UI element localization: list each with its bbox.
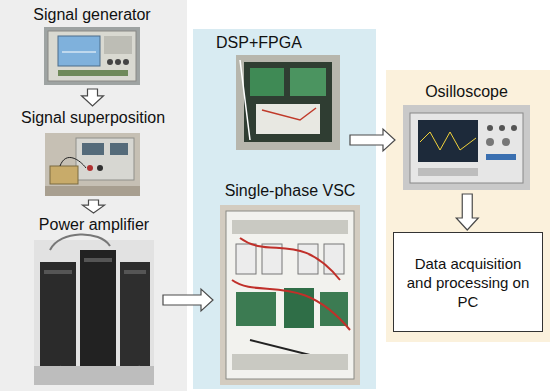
photo-node: Osilloscope: [397, 82, 536, 192]
panel: [386, 70, 550, 342]
block-arrow: [456, 194, 478, 230]
photo-node: Single-phase VSC: [215, 181, 365, 387]
signal-generator-photo: [44, 27, 140, 85]
photo-node: DSP+FPGA: [212, 33, 348, 152]
node-heading: Single-phase VSC: [215, 181, 365, 200]
panel: [193, 29, 376, 389]
power-amplifier-photo: [34, 234, 154, 385]
dsp-fpga-photo: [236, 55, 340, 150]
block-arrow: [350, 129, 395, 151]
block-arrow: [82, 89, 104, 106]
signal-superposition-photo: [45, 133, 140, 196]
block-arrow: [163, 289, 213, 311]
photo-node: Signal superposition: [18, 108, 168, 198]
process-box: Data acquisition and processing on PC: [393, 232, 543, 332]
oscilloscope-photo: [403, 105, 530, 190]
node-heading: DSP+FPGA: [212, 33, 348, 52]
photo-node: Power amplifier: [27, 215, 161, 387]
node-heading: Signal superposition: [18, 108, 168, 127]
node-heading: Osilloscope: [397, 82, 536, 101]
single-phase-vsc-photo: [220, 205, 360, 385]
node-heading: Power amplifier: [27, 215, 161, 234]
photo-node: Signal generator: [31, 5, 154, 87]
node-heading: Signal generator: [31, 5, 154, 24]
panel: [0, 0, 187, 391]
block-arrow: [83, 200, 105, 213]
box-text: Data acquisition and processing on PC: [406, 254, 530, 311]
